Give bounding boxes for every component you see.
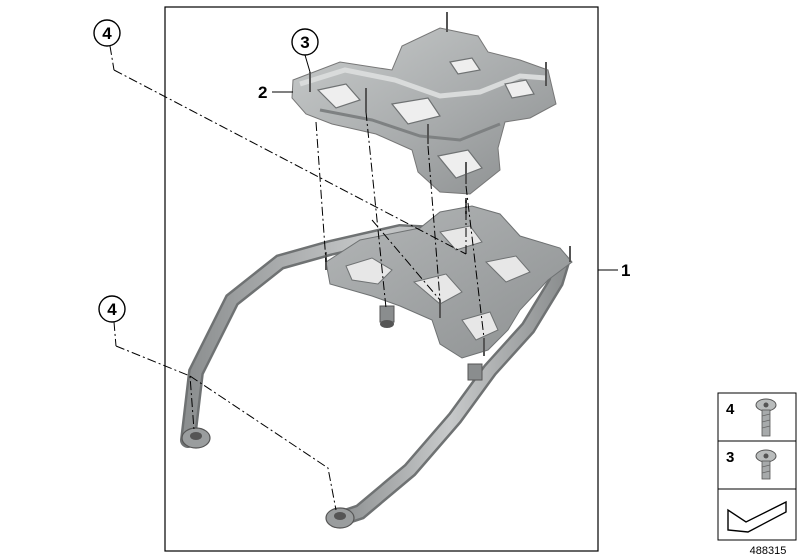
callout-4-top: 4 [93, 19, 121, 71]
fastener-legend: 4 3 [717, 392, 797, 541]
torx-bolt-short-icon [755, 449, 777, 480]
callout-1: 1 [598, 261, 630, 280]
callout-3-label: 3 [300, 33, 309, 52]
callout-1-label: 1 [621, 261, 630, 280]
orientation-arrow-icon [727, 500, 787, 533]
document-number: 488315 [750, 545, 787, 557]
carrier-rail-part [180, 198, 573, 529]
assembly-lines [113, 69, 485, 511]
callout-2: 2 [258, 83, 293, 102]
assembly-frame [164, 6, 599, 552]
callout-4-bottom-label: 4 [107, 300, 117, 319]
callout-3: 3 [291, 28, 319, 73]
legend-item-a-label: 4 [726, 401, 735, 418]
callout-4-bottom: 4 [98, 295, 126, 347]
callout-4-top-label: 4 [102, 24, 112, 43]
torx-bolt-long-icon [755, 398, 777, 437]
top-plate-part [291, 12, 557, 195]
callout-2-label: 2 [258, 83, 267, 102]
legend-item-b-label: 3 [726, 449, 734, 466]
